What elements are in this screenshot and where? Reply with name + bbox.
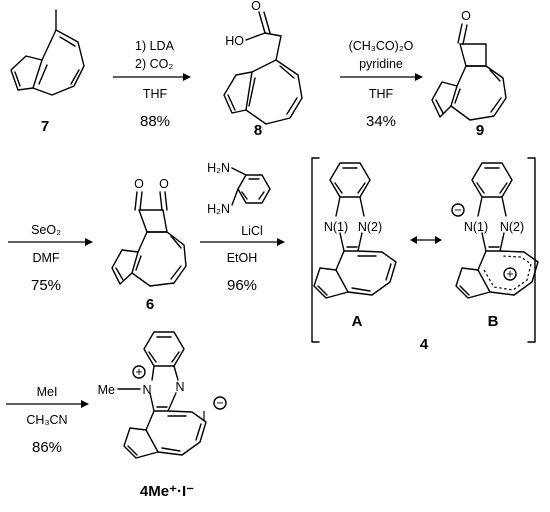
step-4-yield: 96%	[227, 277, 257, 294]
compound-4me-structure	[117, 331, 207, 459]
step-2-reagent-2: pyridine	[359, 57, 403, 71]
compound-4-label: 4	[420, 336, 429, 353]
compound-8-label: 8	[254, 122, 262, 139]
methyl-group: Me	[98, 383, 115, 397]
compound-8-structure	[223, 11, 303, 125]
step-3: SeO₂ DMF 75%	[8, 223, 93, 294]
step-1-yield: 88%	[140, 113, 170, 130]
compound-6-oxygen-1: O	[134, 177, 144, 191]
compound-6-oxygen-2: O	[159, 177, 169, 191]
step-3-reagent: SeO₂	[31, 223, 61, 237]
compound-4me-label: 4Me⁺·I⁻	[140, 483, 194, 500]
step-4-solvent: EtOH	[227, 251, 258, 265]
compound-6-structure	[111, 191, 187, 287]
n-plus-charge-circle	[132, 365, 146, 379]
step-5-reagent: MeI	[37, 385, 58, 399]
resonance-structure-a	[313, 162, 397, 299]
step-3-solvent: DMF	[32, 251, 59, 265]
step-2-yield: 34%	[366, 113, 396, 130]
compound-9-oxygen: O	[461, 9, 471, 23]
diamine-amine-1: H₂N	[207, 161, 230, 175]
step-1-solvent: THF	[143, 87, 168, 101]
b-positive-charge: +	[506, 267, 513, 281]
step-5-yield: 86%	[32, 439, 62, 456]
b-negative-charge-circle	[451, 203, 465, 217]
step-1-reagent-2: 2) CO₂	[135, 57, 173, 71]
compound-8-oxygen: O	[251, 0, 261, 13]
quaternary-nitrogen: N	[142, 383, 151, 397]
imine-nitrogen: N	[175, 380, 184, 394]
diamine-amine-2: H₂N	[207, 202, 230, 216]
compound-8-hydroxyl: HO	[225, 34, 244, 48]
resonance-b-label: B	[488, 313, 499, 330]
compound-6-label: 6	[146, 296, 154, 313]
compound-7-label: 7	[41, 118, 49, 135]
step-4-additive: LiCl	[241, 224, 263, 238]
step-5: MeI CH₃CN 86%	[6, 385, 89, 456]
b-nitrogen-2: N(2)	[500, 220, 524, 234]
compound-7-structure	[10, 9, 85, 96]
n-plus-charge: +	[135, 365, 142, 379]
compound-9-label: 9	[476, 122, 484, 139]
resonance-a-label: A	[352, 313, 363, 330]
resonance-structure-b	[455, 162, 539, 299]
step-3-yield: 75%	[31, 277, 61, 294]
resonance-brackets	[311, 157, 536, 343]
step-5-solvent: CH₃CN	[26, 413, 67, 427]
iodide-charge: −	[216, 396, 223, 410]
step-2: (CH₃CO)₂O pyridine THF 34%	[340, 39, 423, 130]
step-4: H₂N H₂N LiCl EtOH 96%	[200, 161, 285, 294]
step-2-reagent-1: (CH₃CO)₂O	[349, 39, 414, 53]
resonance-arrow	[410, 236, 442, 244]
step-1: 1) LDA 2) CO₂ THF 88%	[113, 39, 191, 130]
a-nitrogen-1: N(1)	[324, 220, 348, 234]
iodide-charge-circle	[213, 396, 227, 410]
b-nitrogen-1: N(1)	[464, 220, 488, 234]
b-negative-charge: −	[454, 203, 461, 217]
a-nitrogen-2: N(2)	[358, 220, 382, 234]
step-2-solvent: THF	[369, 87, 394, 101]
iodide-counterion: I	[202, 409, 205, 423]
compound-9-structure	[431, 23, 507, 121]
step-1-reagent-1: 1) LDA	[135, 39, 175, 53]
